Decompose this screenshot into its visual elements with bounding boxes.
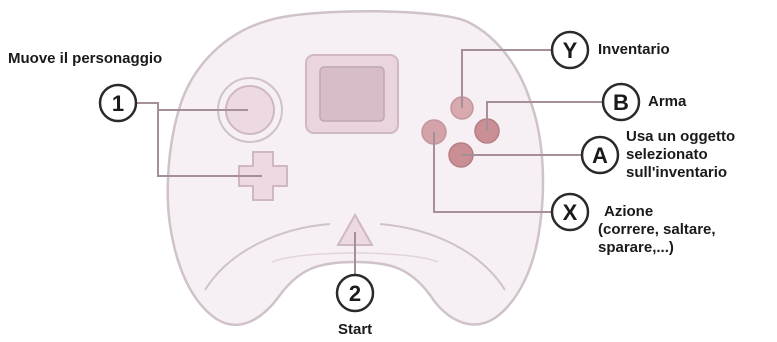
leader-line-1-dpad xyxy=(157,110,262,177)
label-action-line3: sparare,...) xyxy=(598,239,674,256)
label-action: Azione (correre, saltare, sparare,...) xyxy=(598,203,716,257)
label-use-item-line3: sull'inventario xyxy=(626,164,728,181)
label-move: Muove il personaggio xyxy=(8,50,163,67)
badge-y-label: Y xyxy=(563,38,578,63)
vmu-screen xyxy=(305,54,399,134)
dpad-shape xyxy=(238,151,288,201)
badge-x: X xyxy=(550,192,590,232)
label-action-line2: (correre, saltare, xyxy=(598,221,716,238)
leader-line-1-stick xyxy=(136,102,248,111)
leader-line-x xyxy=(433,132,552,213)
controller-contour-right xyxy=(379,223,506,291)
badge-a-circle xyxy=(580,135,620,175)
badge-1: 1 xyxy=(98,83,138,123)
badge-2-circle xyxy=(335,273,375,313)
badge-2: 2 xyxy=(335,273,375,313)
badge-y: Y xyxy=(550,30,590,70)
badge-y-circle xyxy=(550,30,590,70)
dpad xyxy=(238,151,288,201)
badge-x-label: X xyxy=(563,200,578,225)
badge-b-circle xyxy=(601,82,641,122)
badge-b-label: B xyxy=(613,90,629,115)
badge-x-circle xyxy=(550,192,590,232)
label-inventory: Inventario xyxy=(598,41,670,58)
label-use-item: Usa un oggetto selezionato sull'inventar… xyxy=(626,128,735,182)
label-use-item-line2: selezionato xyxy=(626,146,708,163)
label-weapon: Arma xyxy=(648,93,687,110)
leader-line-y xyxy=(461,49,552,108)
vmu-display xyxy=(319,66,385,122)
badge-1-circle xyxy=(98,83,138,123)
label-use-item-line1: Usa un oggetto xyxy=(626,128,736,145)
badge-a: A xyxy=(580,135,620,175)
badge-a-label: A xyxy=(592,143,608,168)
controller-contour-left xyxy=(204,223,331,291)
label-action-line1: Azione xyxy=(604,203,654,220)
label-start: Start xyxy=(338,321,373,338)
leader-line-b xyxy=(486,101,603,131)
badge-b: B xyxy=(601,82,641,122)
badges: 1 2 Y B A X xyxy=(98,30,641,313)
badge-1-label: 1 xyxy=(112,91,124,116)
leader-lines xyxy=(136,49,603,275)
badge-2-label: 2 xyxy=(349,281,361,306)
